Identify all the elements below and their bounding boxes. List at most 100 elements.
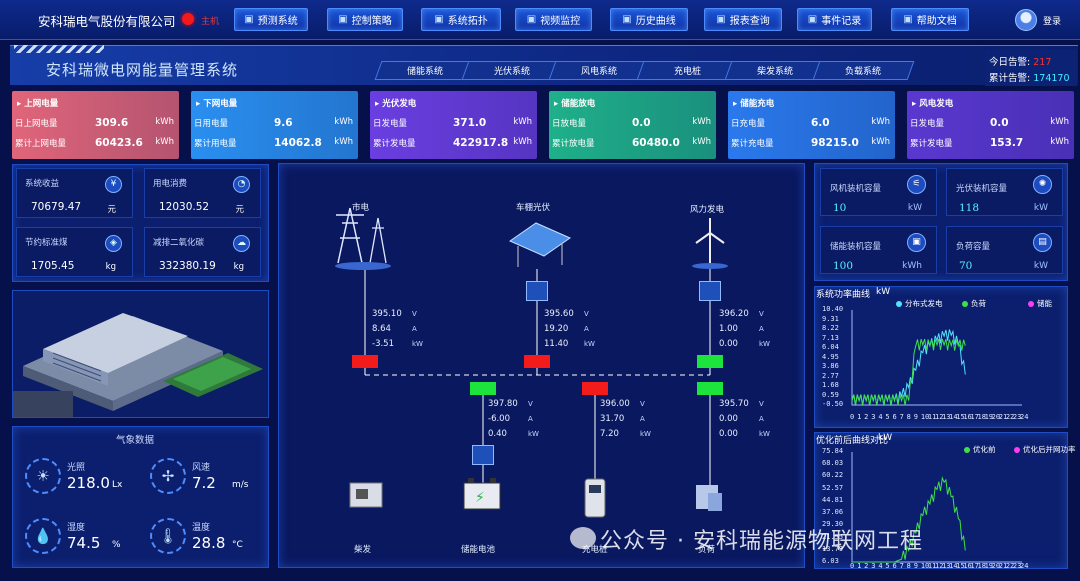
consumption-icon: ◔ [233, 176, 250, 193]
nav-button-2[interactable]: ▣系统拓扑 [421, 8, 501, 31]
power-chart-panel [814, 286, 1068, 428]
line-chart-1 [851, 452, 1022, 563]
x-tick-label: 13 [942, 562, 951, 570]
card-unit: kWh [334, 137, 353, 147]
arrow-icon: ▸ [912, 99, 920, 109]
card-value: 60480.0 [632, 137, 680, 149]
subsystem-tab-label: 充电桩 [673, 67, 701, 77]
x-tick-label: 2 [864, 562, 869, 570]
wind-turbine-icon: ⚟ [907, 175, 926, 194]
legend-swatch [896, 300, 902, 307]
x-tick-label: 10 [920, 562, 930, 570]
x-tick-label: 18 [977, 562, 986, 570]
legend-item: 储能 [1028, 298, 1052, 309]
x-tick-label: 5 [885, 562, 890, 570]
card-title: ▸ 风电发电 [912, 97, 1069, 109]
measure-unit: A [640, 415, 645, 423]
arrow-icon: ▸ [375, 99, 383, 109]
nav-button-3[interactable]: ▣视频监控 [515, 8, 592, 31]
weather-label: 湿度 [67, 523, 86, 533]
x-tick-label: 6 [892, 413, 897, 421]
legend-label: 优化后并网功率 [1023, 445, 1076, 454]
x-tick-label: 16 [963, 562, 972, 570]
subsystem-tab-2[interactable]: 风电系统 [548, 61, 651, 80]
y-tick-label: 9.31 [822, 314, 839, 323]
x-tick-label: 11 [927, 562, 937, 570]
measure-unit: A [412, 325, 417, 333]
measure-a: 0.00 [719, 414, 738, 424]
measure-unit: kW [640, 430, 651, 438]
legend-swatch [964, 446, 970, 453]
card-value: 60423.6 [95, 137, 143, 149]
subsystem-tab-1[interactable]: 光伏系统 [461, 61, 564, 80]
x-tick-label: 15 [956, 562, 965, 570]
fan-icon: ✢ [150, 458, 186, 494]
breaker-switch-1[interactable] [524, 355, 550, 368]
x-tick-label: 20 [991, 562, 1001, 570]
nav-label: 视频监控 [540, 16, 581, 27]
series-line-0 [852, 476, 966, 563]
x-tick-label: 11 [927, 413, 937, 421]
nav-button-4[interactable]: ▣历史曲线 [610, 8, 688, 31]
capacity-unit: kW [1033, 261, 1048, 271]
nav-button-5[interactable]: ▣报表查询 [704, 8, 782, 31]
subsystem-tab-3[interactable]: 充电桩 [636, 61, 739, 80]
watermark: 公众号 · 安科瑞能源物联网工程 [600, 529, 923, 554]
measure-unit: V [759, 310, 764, 318]
capacity-value: 118 [959, 202, 980, 214]
nav-button-7[interactable]: ▣帮助文档 [891, 8, 969, 31]
x-tick-label: 12 [935, 562, 944, 570]
alarm-panel [985, 50, 1077, 86]
y-tick-label: 2.77 [822, 371, 839, 380]
x-tick-label: 13 [942, 413, 951, 421]
card-title: ▸ 上网电量 [17, 97, 174, 109]
breaker-switch-3[interactable] [470, 382, 496, 395]
measure-unit: kW [759, 340, 770, 348]
sliders-icon: ▣ [338, 14, 348, 25]
stat-label: 节约标准煤 [25, 238, 68, 248]
x-tick-label: 22 [1005, 562, 1015, 570]
measure-a: -6.00 [488, 414, 510, 424]
alarm-today-value: 217 [1033, 57, 1052, 68]
measure-a: 31.70 [600, 414, 625, 424]
weather-unit: Lx [112, 480, 123, 490]
card-value: 309.6 [95, 117, 129, 129]
building-illustration [13, 291, 268, 417]
nav-button-0[interactable]: ▣预测系统 [234, 8, 308, 31]
measure-unit: V [584, 310, 589, 318]
card-value: 422917.8 [453, 137, 509, 149]
y-tick-label: 68.03 [822, 459, 844, 468]
legend-label: 储能 [1037, 299, 1052, 308]
breaker-switch-2[interactable] [697, 355, 723, 368]
capacity-label: 风机装机容量 [830, 184, 882, 194]
breaker-switch-0[interactable] [352, 355, 378, 368]
y-tick-label: 8.22 [822, 324, 839, 332]
card-title-text: 上网电量 [24, 99, 59, 109]
subsystem-tab-0[interactable]: 储能系统 [374, 61, 477, 80]
subsystem-tab-4[interactable]: 柴发系统 [724, 61, 827, 80]
stat-label: 系统收益 [25, 179, 60, 189]
x-tick-label: 4 [878, 562, 883, 570]
user-avatar-icon[interactable] [1015, 9, 1037, 31]
x-tick-label: 8 [906, 413, 911, 421]
measure-unit: A [759, 415, 764, 423]
card-value: 6.0 [811, 117, 830, 129]
nav-button-6[interactable]: ▣事件记录 [797, 8, 872, 31]
breaker-switch-4[interactable] [582, 382, 608, 395]
node-label-charger: 充电桩 [582, 545, 608, 555]
subsystem-tab-5[interactable]: 负载系统 [812, 61, 915, 80]
calendar-icon: ▣ [622, 14, 632, 25]
login-link[interactable]: 登录 [1043, 17, 1062, 27]
legend-label: 负荷 [971, 299, 986, 308]
card-title: ▸ 下网电量 [196, 97, 353, 109]
breaker-switch-5[interactable] [697, 382, 723, 395]
topology-icon: ▣ [434, 14, 444, 25]
arrow-icon: ▸ [554, 99, 562, 109]
nav-button-1[interactable]: ▣控制策略 [327, 8, 403, 31]
inverter-icon [472, 445, 494, 465]
stat-value: 70679.47 [31, 201, 82, 213]
